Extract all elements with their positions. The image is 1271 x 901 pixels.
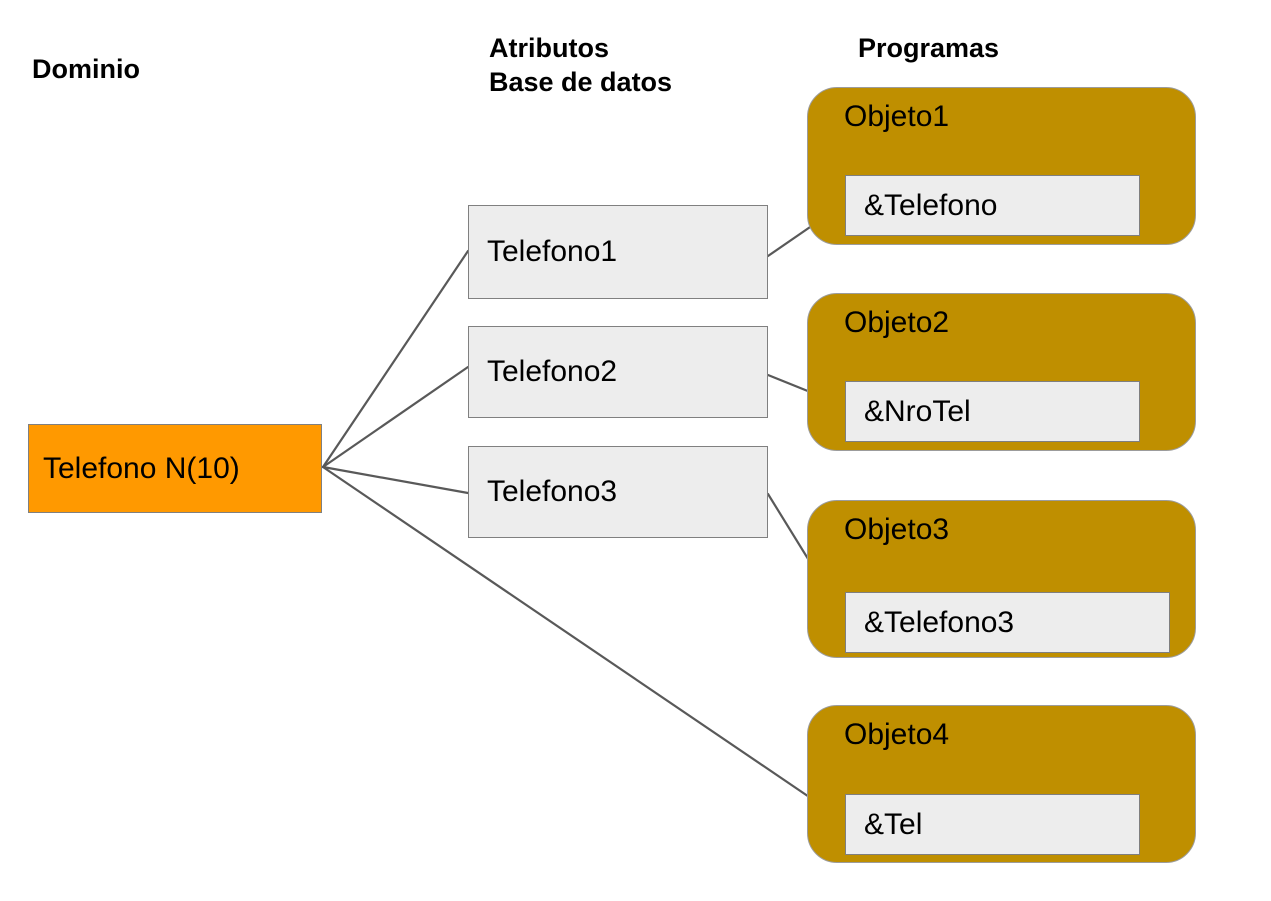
program-field-label: &Telefono (864, 188, 998, 222)
attribute-box-telefono1[interactable]: Telefono1 (468, 205, 768, 299)
program-box-objeto1[interactable]: Objeto1 &Telefono (807, 87, 1196, 245)
connector-domain-telefono3 (321, 465, 470, 495)
attribute-box-telefono3[interactable]: Telefono3 (468, 446, 768, 538)
program-field-label: &Telefono3 (864, 605, 1015, 639)
attribute-box-label: Telefono2 (487, 355, 618, 388)
domain-box-label: Telefono N(10) (43, 451, 240, 485)
program-field-objeto2[interactable]: &NroTel (845, 381, 1140, 442)
connector-domain-telefono2 (321, 365, 470, 469)
program-field-objeto1[interactable]: &Telefono (845, 175, 1140, 236)
program-title: Objeto1 (844, 100, 950, 133)
column-heading-dominio: Dominio (32, 54, 140, 84)
program-field-objeto4[interactable]: &Tel (845, 794, 1140, 855)
program-box-objeto4[interactable]: Objeto4 &Tel (807, 705, 1196, 863)
program-field-label: &NroTel (864, 394, 971, 428)
program-box-objeto2[interactable]: Objeto2 &NroTel (807, 293, 1196, 451)
attribute-box-label: Telefono1 (487, 235, 618, 268)
program-field-objeto3[interactable]: &Telefono3 (845, 592, 1170, 653)
program-title: Objeto4 (844, 718, 950, 751)
domain-box-telefono[interactable]: Telefono N(10) (28, 424, 322, 513)
column-heading-atributos: Atributos Base de datos (489, 33, 673, 97)
program-title: Objeto2 (844, 306, 950, 339)
attribute-box-label: Telefono3 (487, 475, 618, 508)
attribute-box-telefono2[interactable]: Telefono2 (468, 326, 768, 418)
program-box-objeto3[interactable]: Objeto3 &Telefono3 (807, 500, 1196, 658)
program-field-label: &Tel (864, 807, 923, 841)
program-title: Objeto3 (844, 513, 950, 546)
column-heading-programas: Programas (858, 33, 1000, 63)
connector-domain-telefono1 (321, 249, 470, 469)
